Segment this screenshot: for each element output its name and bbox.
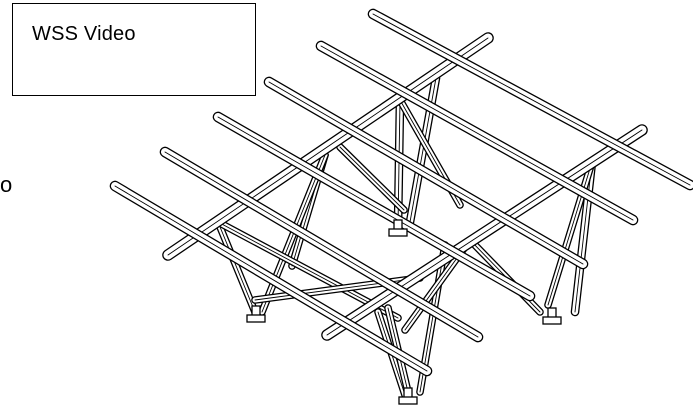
beam-rail-5	[159, 146, 484, 343]
base-plate-4	[398, 387, 418, 405]
beam-rail-1	[367, 8, 693, 191]
base-plate-1	[388, 219, 408, 237]
beam-rail-4	[212, 111, 536, 302]
beam-rail-2	[315, 40, 639, 226]
title-label: WSS Video	[32, 23, 136, 45]
beam-rail-6	[109, 180, 433, 377]
base-plate-3	[542, 307, 562, 325]
beam-rail-3	[263, 76, 589, 270]
base-plate-2	[246, 305, 266, 323]
beam-purlin-front	[321, 124, 648, 341]
title-box: WSS Video	[12, 3, 256, 96]
beam-right-post-a	[570, 157, 597, 317]
beam-right-post-b	[544, 158, 596, 309]
beam-left-post-front	[214, 218, 259, 316]
beam-purlin-back	[162, 32, 494, 261]
beam-mid-diagonal	[336, 143, 408, 214]
cropped-text-fragment: o	[0, 172, 13, 197]
